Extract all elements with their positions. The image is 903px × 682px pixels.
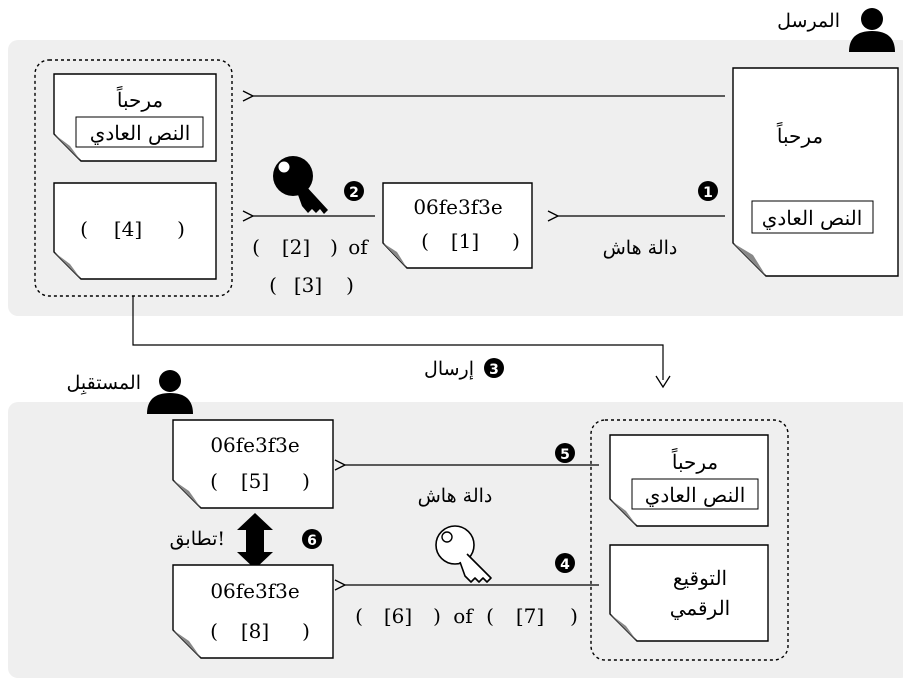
sender-document: مرحباً النص العادي: [732, 67, 899, 277]
receiver-hash-bottom-value: 06fe3f3e: [210, 579, 299, 603]
receiver-bundle-frame: [590, 419, 789, 661]
receiver-bundle-signature: التوقيع الرقمي: [609, 544, 769, 642]
sender-panel: [8, 40, 903, 316]
step4-slot-b: [7]: [516, 604, 544, 628]
step2-open-paren: (: [252, 235, 260, 259]
receiver-hash-bottom-close-paren: ): [302, 619, 310, 643]
step3-number: 3: [489, 362, 499, 378]
step1-label: دالة هاش: [603, 237, 678, 259]
sender-label: المرسل: [777, 10, 840, 32]
step4-open-paren: (: [355, 604, 363, 628]
receiver-label: المستقبِل: [67, 372, 141, 395]
receiver-hash-document-bottom: 06fe3f3e ( [8] ): [172, 564, 334, 659]
step2-open-paren-2: (: [269, 273, 277, 297]
step2-slot-b: [3]: [294, 273, 322, 297]
private-key-icon: [273, 156, 328, 214]
step2-badge: [344, 181, 364, 201]
receiver-bundle-plaintext: النص العادي: [645, 483, 746, 507]
step5-label: دالة هاش: [418, 485, 493, 507]
step4-badge: [555, 553, 575, 573]
receiver-hash-top-value: 06fe3f3e: [210, 433, 299, 457]
step4-close-paren: ): [433, 604, 441, 628]
sender-hash-value: 06fe3f3e: [413, 195, 502, 219]
sender-bundle-greeting: مرحباً: [117, 86, 163, 112]
sender-hash-open-paren: (: [421, 229, 429, 253]
receiver-signature-line1: التوقيع: [673, 566, 727, 590]
receiver-hash-top-close-paren: ): [302, 469, 310, 493]
step2-slot-a: [2]: [282, 235, 310, 259]
sender-hash-document: 06fe3f3e ( [1] ): [382, 182, 533, 269]
step2-close-paren-2: ): [346, 273, 354, 297]
step4-close-paren-2: ): [570, 604, 578, 628]
receiver-hash-bottom-open-paren: (: [210, 619, 218, 643]
step3-label: إرسال: [424, 358, 474, 380]
receiver-hash-top-open-paren: (: [210, 469, 218, 493]
receiver-hash-top-slot: [5]: [241, 469, 269, 493]
step6-number: 6: [307, 533, 317, 549]
step4-of: of: [453, 604, 474, 628]
step4-number: 4: [560, 557, 570, 573]
match-double-arrow: [237, 513, 273, 569]
sender-bundle-close-paren: ): [177, 217, 185, 241]
step2-number: 2: [349, 185, 359, 201]
step6-badge: [302, 529, 322, 549]
step5-number: 5: [560, 447, 570, 463]
sender-bundle-open-paren: (: [80, 217, 88, 241]
transfer-connector: [132, 296, 664, 380]
step1-number: 1: [703, 185, 713, 201]
sender-bundle-slot: [4]: [114, 217, 142, 241]
sender-hash-slot: [1]: [451, 229, 479, 253]
step2-close-paren: ): [330, 235, 338, 259]
sender-hash-close-paren: ): [512, 229, 520, 253]
sender-bundle-plaintext: النص العادي: [90, 121, 191, 145]
sender-document-plaintext: النص العادي: [762, 206, 863, 230]
step4-open-paren-2: (: [486, 604, 494, 628]
sender-bundle-signature: ( [4] ): [53, 182, 217, 280]
sender-document-greeting: مرحباً: [777, 122, 823, 148]
sender-person-icon: [849, 8, 895, 52]
step1-badge: [698, 181, 718, 201]
receiver-hash-bottom-slot: [8]: [241, 619, 269, 643]
step2-of: of: [348, 235, 369, 259]
receiver-person-icon: [147, 370, 193, 414]
step6-label: تطابق!: [170, 528, 225, 550]
receiver-hash-document-top: 06fe3f3e ( [5] ): [172, 419, 334, 509]
receiver-bundle-greeting: مرحباً: [672, 448, 718, 474]
transfer-arrowhead: [655, 375, 671, 389]
receiver-bundle-message: مرحباً النص العادي: [609, 434, 769, 527]
public-key-icon: [435, 525, 492, 583]
receiver-signature-line2: الرقمي: [670, 596, 730, 620]
step3-badge: [484, 358, 504, 378]
sender-bundle-message: مرحباً النص العادي: [53, 73, 217, 162]
step4-slot-a: [6]: [384, 604, 412, 628]
step5-badge: [555, 443, 575, 463]
